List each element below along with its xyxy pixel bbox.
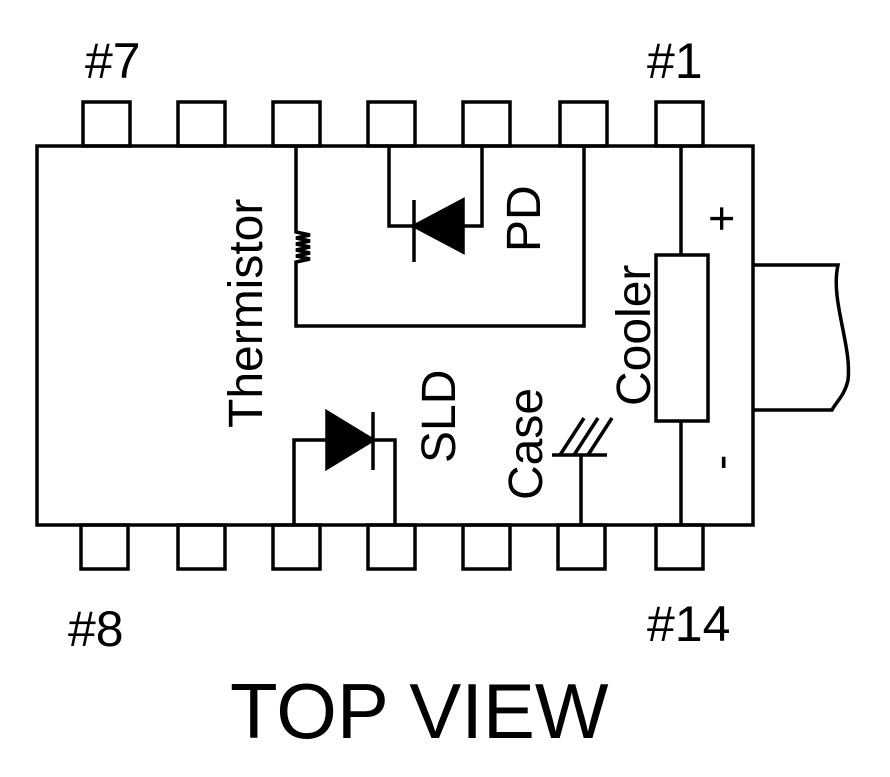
top-pins	[81, 100, 705, 148]
bottom-pins	[79, 523, 705, 571]
pin-12	[461, 523, 512, 571]
pd-label: PD	[498, 185, 551, 252]
view-title: TOP VIEW	[230, 667, 609, 755]
plus-sign: +	[695, 205, 747, 232]
pin-10	[271, 523, 322, 571]
cooler-element	[654, 253, 710, 423]
thermistor-circuit	[294, 146, 586, 328]
pin-6	[176, 100, 227, 148]
pin-11	[366, 523, 417, 571]
pin-2	[558, 100, 609, 148]
case-label: Case	[500, 388, 553, 500]
thermistor-label: Thermistor	[220, 199, 273, 428]
photodiode-symbol	[410, 197, 465, 255]
cooler-cable	[753, 263, 851, 412]
sld-label: SLD	[413, 370, 466, 463]
pin-5	[271, 100, 322, 148]
sld-symbol	[325, 408, 377, 472]
cooler-label: Cooler	[608, 265, 661, 406]
pin-14	[654, 523, 705, 571]
pin-label-1: #1	[647, 33, 703, 89]
minus-sign: -	[694, 455, 746, 470]
pin-label-7: #7	[85, 33, 141, 89]
pin-4	[366, 100, 417, 148]
pin-3	[461, 100, 512, 148]
pin-label-8: #8	[68, 601, 124, 657]
pin-7	[81, 100, 132, 148]
cooler-circuit	[654, 146, 710, 525]
pin-13	[556, 523, 607, 571]
pin-1	[654, 100, 705, 148]
pin-8	[79, 523, 130, 571]
photodiode-circuit	[387, 146, 484, 262]
case-ground	[552, 417, 614, 525]
pin-9	[176, 523, 227, 571]
pin-label-14: #14	[647, 596, 730, 652]
